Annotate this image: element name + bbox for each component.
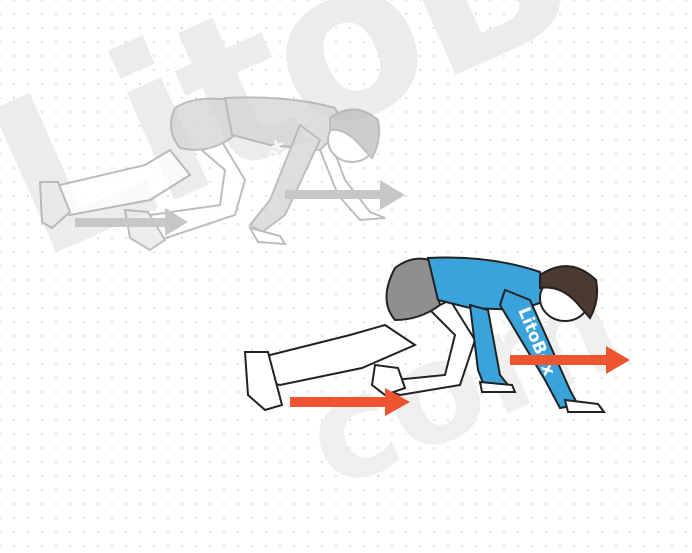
active-arm-far [470, 305, 508, 388]
active-hand-near [565, 400, 604, 412]
active-hand-far [480, 382, 515, 392]
ghost-back-leg [48, 150, 190, 215]
ghost-figure: LitoBox [40, 97, 385, 250]
ghost-shorts [171, 99, 235, 150]
active-figure: LitoBox [245, 258, 604, 412]
arrow-right-icon [290, 388, 410, 416]
ghost-hand-left [250, 228, 285, 244]
